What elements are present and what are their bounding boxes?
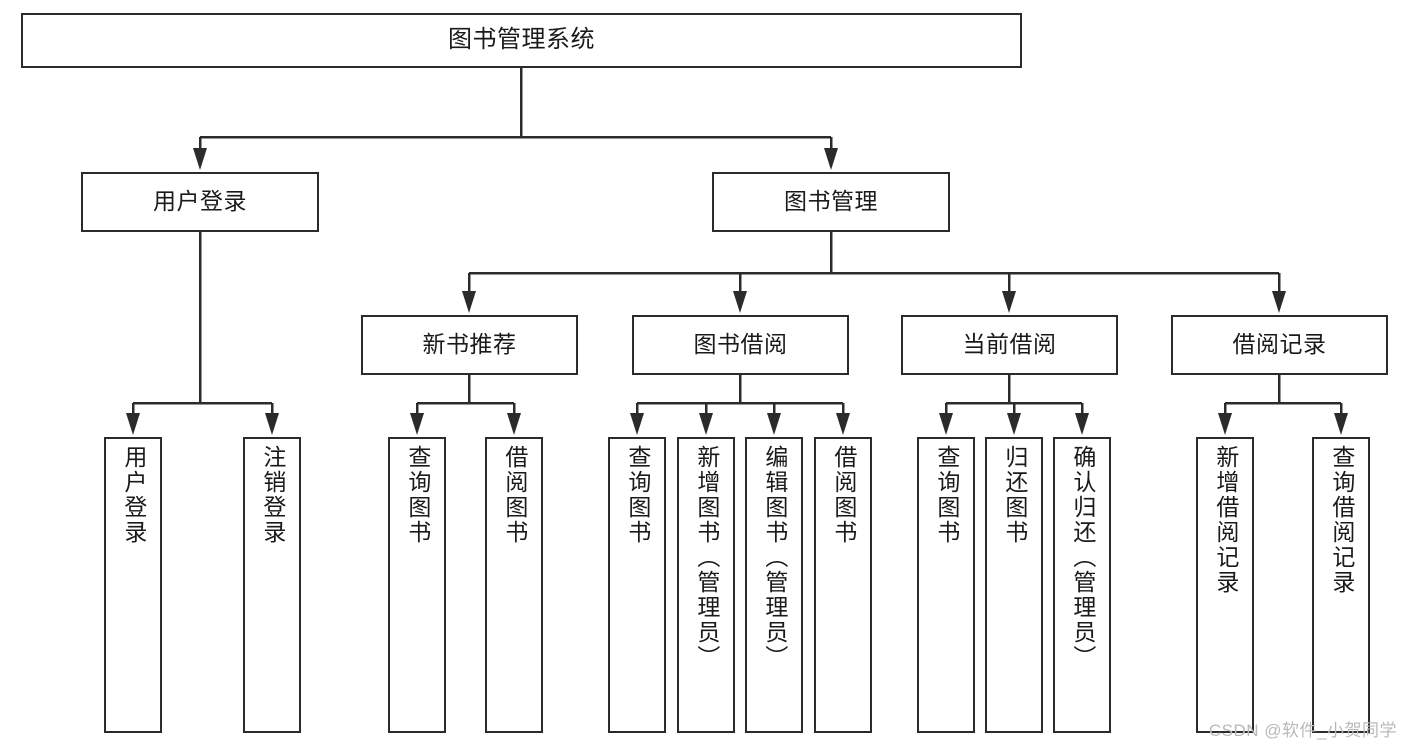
arrowhead-icon [1075,413,1089,435]
arrowhead-icon [1334,413,1348,435]
arrowhead-icon [193,148,207,170]
node-label: 借阅图书 [830,445,857,545]
arrowhead-icon [939,413,953,435]
node-leaf-query-book-1[interactable]: 查询图书 [388,437,446,733]
node-leaf-add-book[interactable]: 新增图书（管理员） [677,437,735,733]
node-leaf-return-book[interactable]: 归还图书 [985,437,1043,733]
arrowhead-icon [630,413,644,435]
node-leaf-user-login[interactable]: 用户登录 [104,437,162,733]
node-leaf-query-book-3[interactable]: 查询图书 [917,437,975,733]
arrowhead-icon [1002,291,1016,313]
node-label: 当前借阅 [962,331,1057,358]
arrowhead-icon [1272,291,1286,313]
node-label: 新书推荐 [422,331,517,358]
arrowhead-icon [507,413,521,435]
node-label: 查询图书 [624,445,651,545]
arrowhead-icon [265,413,279,435]
arrowhead-icon [126,413,140,435]
node-label: 注销登录 [259,445,286,545]
node-current-borrow[interactable]: 当前借阅 [901,315,1118,375]
node-label: 图书借阅 [693,331,788,358]
node-leaf-query-book-2[interactable]: 查询图书 [608,437,666,733]
node-new-book-recommend[interactable]: 新书推荐 [361,315,578,375]
csdn-watermark: CSDN @软件_小贺同学 [1208,721,1397,740]
node-label: 归还图书 [1001,445,1028,545]
node-label: 查询图书 [404,445,431,545]
node-label: 用户登录 [120,445,147,545]
node-label: 借阅记录 [1232,331,1327,358]
node-leaf-query-record[interactable]: 查询借阅记录 [1312,437,1370,733]
node-label: 查询图书 [933,445,960,545]
node-leaf-edit-book[interactable]: 编辑图书（管理员） [745,437,803,733]
arrowhead-icon [733,291,747,313]
node-leaf-borrow-book-2[interactable]: 借阅图书 [814,437,872,733]
node-label: 图书管理 [784,188,878,215]
arrowhead-icon [699,413,713,435]
arrowhead-icon [824,148,838,170]
node-label: 确认归还（管理员） [1069,445,1096,670]
arrowhead-icon [1218,413,1232,435]
node-book-borrow[interactable]: 图书借阅 [632,315,849,375]
node-root[interactable]: 图书管理系统 [21,13,1022,68]
node-user-login[interactable]: 用户登录 [81,172,319,232]
node-label: 用户登录 [153,188,247,215]
node-label: 查询借阅记录 [1328,445,1355,595]
arrowhead-icon [1007,413,1021,435]
node-borrow-record[interactable]: 借阅记录 [1171,315,1388,375]
node-book-management[interactable]: 图书管理 [712,172,950,232]
node-label: 借阅图书 [501,445,528,545]
node-leaf-confirm-return[interactable]: 确认归还（管理员） [1053,437,1111,733]
node-label: 编辑图书（管理员） [761,445,788,670]
node-leaf-borrow-book-1[interactable]: 借阅图书 [485,437,543,733]
node-leaf-add-record[interactable]: 新增借阅记录 [1196,437,1254,733]
arrowhead-icon [836,413,850,435]
arrowhead-icon [462,291,476,313]
arrowhead-icon [767,413,781,435]
node-label: 新增借阅记录 [1212,445,1239,595]
arrowhead-icon [410,413,424,435]
node-label: 图书管理系统 [448,26,595,54]
node-label: 新增图书（管理员） [693,445,720,670]
node-leaf-user-logout[interactable]: 注销登录 [243,437,301,733]
